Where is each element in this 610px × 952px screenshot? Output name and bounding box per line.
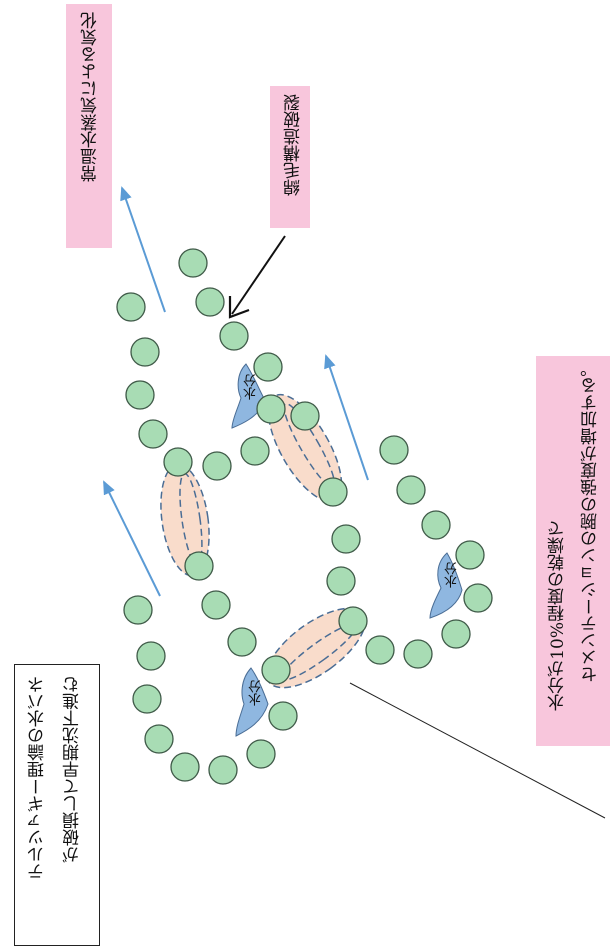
particle: [365, 635, 395, 665]
strength-label-box: [536, 356, 610, 746]
theory-label-line1: テルツァギー理論の水バネ: [28, 676, 48, 880]
theory-label-line2: が破損して早期沈下進む: [63, 676, 83, 863]
particle: [136, 641, 166, 671]
theory-label-box: [14, 664, 100, 946]
particle: [290, 401, 320, 431]
particle: [116, 292, 146, 322]
particle: [132, 684, 162, 714]
particle: [201, 590, 231, 620]
particle: [246, 739, 276, 769]
particle: [208, 755, 238, 785]
particle: [178, 248, 208, 278]
particle: [240, 436, 270, 466]
leader-line: [349, 682, 606, 819]
particle: [261, 655, 291, 685]
particle: [144, 724, 174, 754]
water-label-c: 水分: [249, 680, 264, 706]
particle: [202, 451, 232, 481]
particle: [256, 394, 286, 424]
soil-particles: [116, 248, 493, 785]
particle: [403, 639, 433, 669]
particle: [379, 435, 409, 465]
particle: [268, 701, 298, 731]
crack-label-box: [270, 86, 310, 228]
particle: [138, 419, 168, 449]
particle: [326, 566, 356, 596]
particle: [123, 595, 153, 625]
particle: [331, 524, 361, 554]
particle: [421, 510, 451, 540]
strength-label-line2: セメンテーションの腕の強度が増加する。: [581, 360, 601, 683]
particle: [184, 551, 214, 581]
particle: [455, 540, 485, 570]
particle: [170, 752, 200, 782]
vaporization-label-box: [66, 4, 112, 248]
crack-label: 綿毛構造破裂: [284, 94, 304, 196]
vapor-arrow-1: [120, 186, 166, 313]
particle: [227, 627, 257, 657]
water-pocket-b: [429, 552, 463, 619]
particle: [253, 352, 283, 382]
particle: [318, 477, 348, 507]
particle: [463, 583, 493, 613]
strength-label-line1: 水分が10%程度の乾燥で: [548, 520, 568, 711]
particle: [338, 606, 368, 636]
particle: [396, 475, 426, 505]
particle: [441, 619, 471, 649]
water-label-b: 水分: [445, 562, 460, 588]
water-label-a: 水分: [244, 374, 259, 400]
water-pocket-c: [235, 667, 269, 737]
particle: [130, 337, 160, 367]
vaporization-label: 常温水蒸気による気化: [81, 12, 101, 182]
particle: [163, 447, 193, 477]
crack-arrow: [231, 235, 286, 315]
particle: [125, 380, 155, 410]
crack-arrow-head: [228, 296, 250, 319]
particle: [219, 321, 249, 351]
particle: [195, 287, 225, 317]
vapor-arrow-2: [324, 354, 369, 481]
vapor-arrow-3: [103, 480, 161, 597]
